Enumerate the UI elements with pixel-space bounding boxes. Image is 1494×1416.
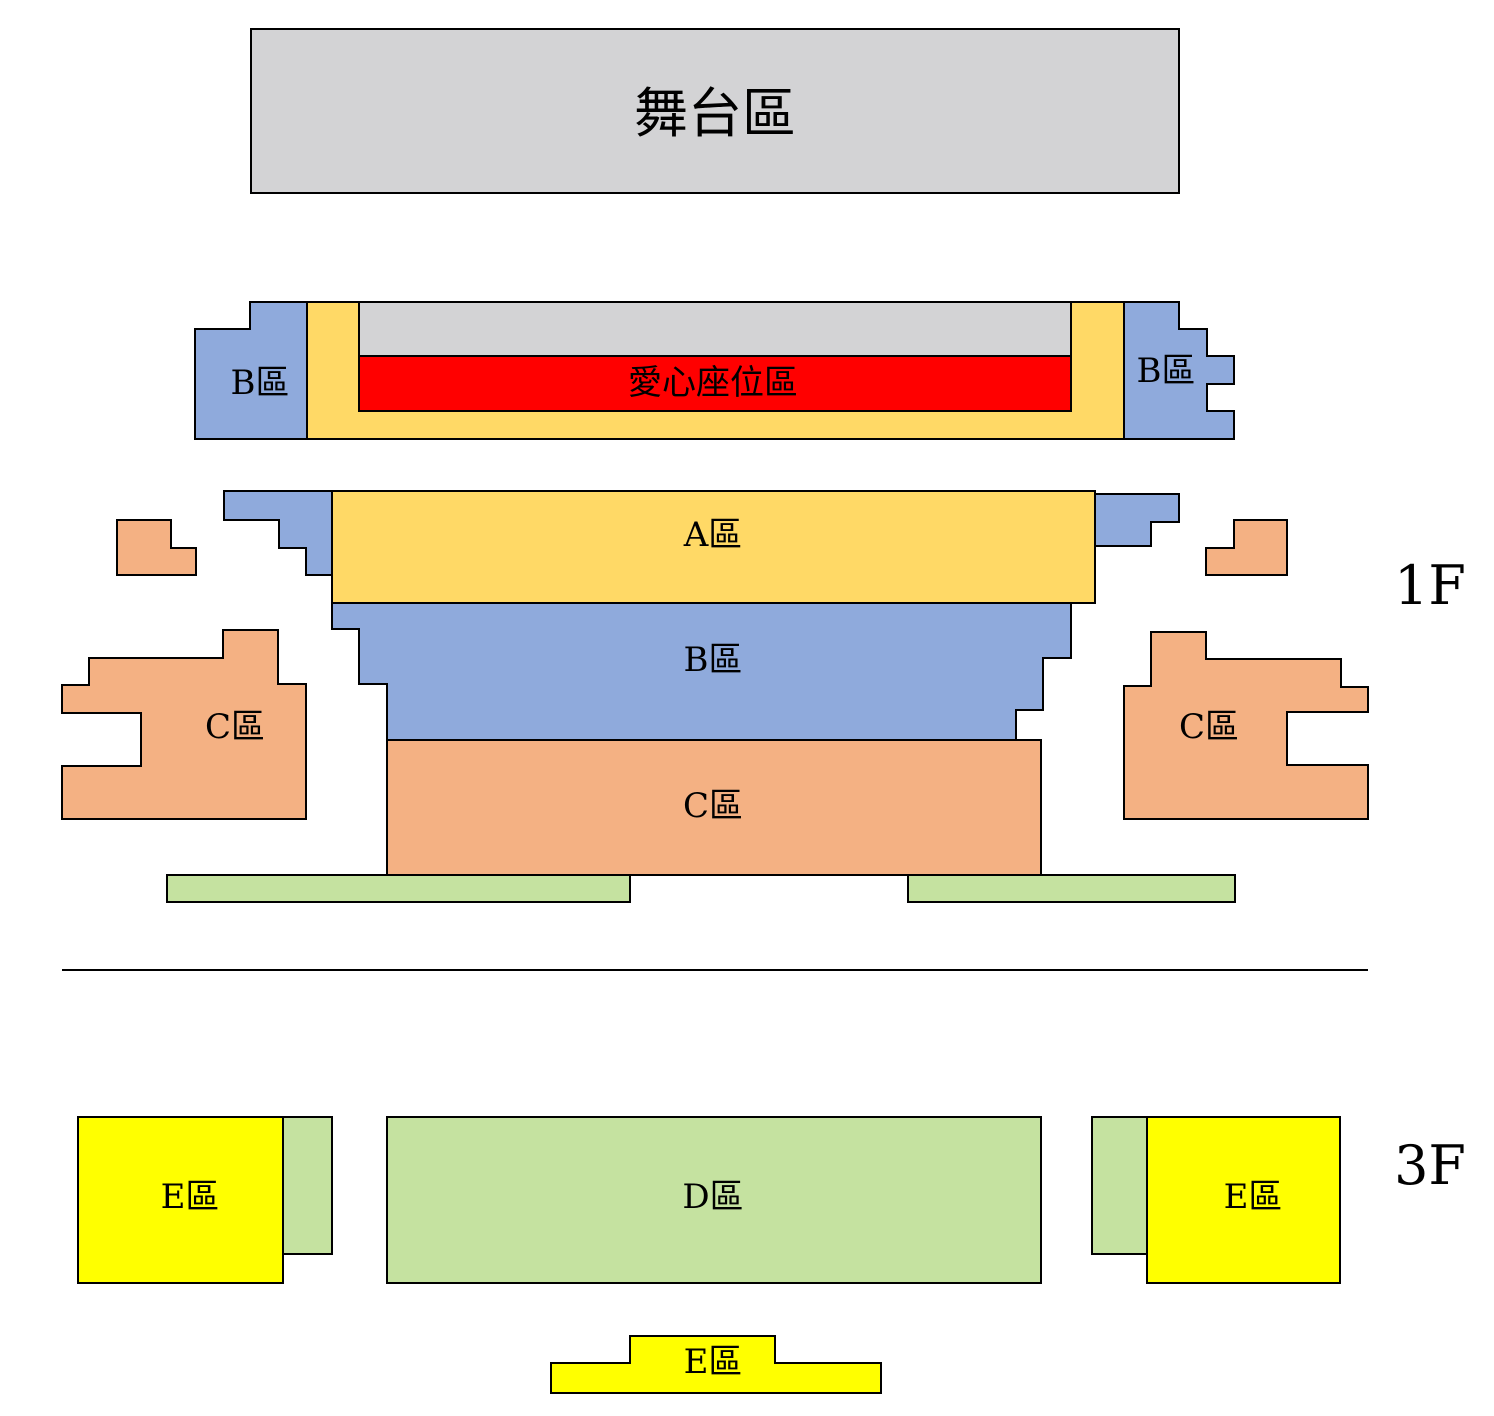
green-block-left[interactable] [282,1116,333,1255]
zone-b-front-right[interactable] [1123,301,1235,440]
zone-b-wing-left[interactable] [223,490,333,576]
zone-e-right-label: E區 [1224,1177,1283,1217]
zone-a[interactable] [331,490,1096,604]
zone-c-side-right-label: C區 [1179,707,1239,747]
zone-c-center[interactable] [386,739,1042,876]
zone-c-small-left[interactable] [116,519,197,576]
zone-c-side-left-label: C區 [205,707,265,747]
zone-b-front-left-label: B區 [231,363,290,403]
zone-b-wing-right[interactable] [1093,493,1180,547]
zone-e-left-label: E區 [161,1177,220,1217]
zone-d[interactable] [386,1116,1042,1284]
zone-a-label: A區 [683,515,743,555]
front-gray-strip [358,301,1072,357]
zone-e-bottom[interactable] [550,1335,882,1394]
zone-b-center-label: B區 [684,640,743,680]
zone-c-side-right[interactable] [1123,631,1369,820]
green-strip-left[interactable] [166,874,631,903]
zone-b-front-left[interactable] [194,301,308,440]
accessible-seating-label: 愛心座位區 [628,363,798,403]
green-block-right[interactable] [1091,1116,1148,1255]
floor-label-1f: 1F [1394,554,1466,617]
zone-c-side-left[interactable] [61,629,307,820]
zone-e-bottom-label: E區 [684,1342,743,1382]
zone-b-front-right-label: B區 [1137,351,1196,391]
zone-c-center-label: C區 [683,786,743,826]
floor-label-3f: 3F [1394,1134,1466,1197]
stage-area[interactable] [250,28,1180,194]
green-strip-right[interactable] [907,874,1236,903]
zone-c-small-right[interactable] [1205,519,1288,576]
accessible-seating-zone[interactable] [358,355,1072,412]
zone-e-right[interactable] [1146,1116,1341,1284]
stage-label: 舞台區 [634,82,796,145]
zone-d-label: D區 [682,1177,743,1217]
zone-e-left[interactable] [77,1116,284,1284]
